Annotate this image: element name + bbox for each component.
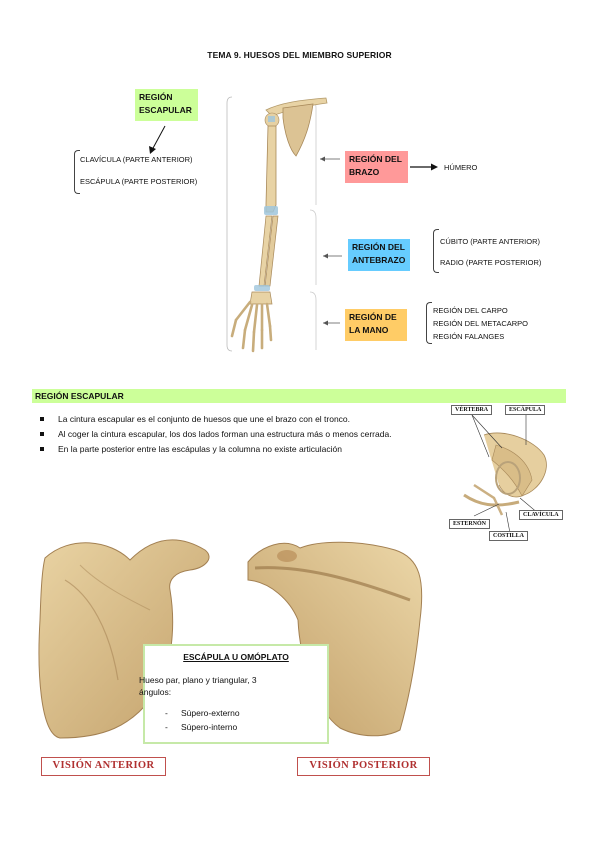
brace-antebrazo <box>433 229 439 273</box>
item-carpo: REGIÓN DEL CARPO <box>433 306 508 315</box>
arm-bones-illustration <box>230 97 328 353</box>
tag-label: REGIÓN ESCAPULAR <box>139 92 192 115</box>
caption-posterior: VISIÓN POSTERIOR <box>297 757 430 776</box>
bullet-item: La cintura escapular es el conjunto de h… <box>38 413 428 426</box>
item-falanges: REGIÓN FALANGES <box>433 332 505 341</box>
label-vertebra: VÉRTEBRA <box>451 405 493 415</box>
label-escapula: ESCÁPULA <box>505 405 546 415</box>
tag-label: REGIÓN DEL BRAZO <box>349 154 402 177</box>
caption-anterior: VISIÓN ANTERIOR <box>41 757 166 776</box>
brace-mano <box>426 302 432 344</box>
shoulder-girdle-figure <box>463 414 547 534</box>
tag-label: REGIÓN DEL ANTEBRAZO <box>352 242 406 265</box>
callout-item-text: Súpero-externo <box>181 708 240 718</box>
callout-item: -Súpero-interno <box>165 722 238 732</box>
item-humero: HÚMERO <box>444 163 478 172</box>
callout-list: -Súpero-externo -Súpero-interno <box>165 706 327 734</box>
callout-title: ESCÁPULA U OMÓPLATO <box>183 652 289 662</box>
item-escapula: ESCÁPULA (PARTE POSTERIOR) <box>80 177 198 186</box>
tag-label: REGIÓN DE LA MANO <box>349 312 397 335</box>
tag-region-mano: REGIÓN DE LA MANO <box>345 309 407 341</box>
scapula-callout: ESCÁPULA U OMÓPLATO Hueso par, plano y t… <box>139 644 329 744</box>
bullet-list: La cintura escapular es el conjunto de h… <box>38 413 428 458</box>
bullet-item: Al coger la cintura escapular, los dos l… <box>38 428 428 441</box>
upper-limb-diagram <box>149 96 438 353</box>
tag-region-escapular: REGIÓN ESCAPULAR <box>135 89 198 121</box>
label-costilla: COSTILLA <box>489 531 529 541</box>
item-radio: RADIO (PARTE POSTERIOR) <box>440 258 542 267</box>
section-heading: REGIÓN ESCAPULAR <box>32 389 566 403</box>
callout-text: Hueso par, plano y triangular, 3 ángulos… <box>139 675 257 697</box>
bullet-item: En la parte posterior entre las escápula… <box>38 443 428 456</box>
item-clavicula: CLAVÍCULA (PARTE ANTERIOR) <box>80 155 193 164</box>
label-esternon: ESTERNÓN <box>449 519 491 529</box>
tag-region-brazo: REGIÓN DEL BRAZO <box>345 151 408 183</box>
callout-item: -Súpero-externo <box>165 708 240 718</box>
scapula-illustration <box>38 539 423 739</box>
item-cubito: CÚBITO (PARTE ANTERIOR) <box>440 237 541 246</box>
tag-region-antebrazo: REGIÓN DEL ANTEBRAZO <box>348 239 410 271</box>
label-clavicula: CLAVÍCULA <box>519 510 563 520</box>
callout-item-text: Súpero-interno <box>181 722 238 732</box>
page-title: TEMA 9. HUESOS DEL MIEMBRO SUPERIOR <box>207 50 392 60</box>
brace-escapular <box>74 150 80 194</box>
item-metacarpo: REGIÓN DEL METACARPO <box>433 319 529 328</box>
